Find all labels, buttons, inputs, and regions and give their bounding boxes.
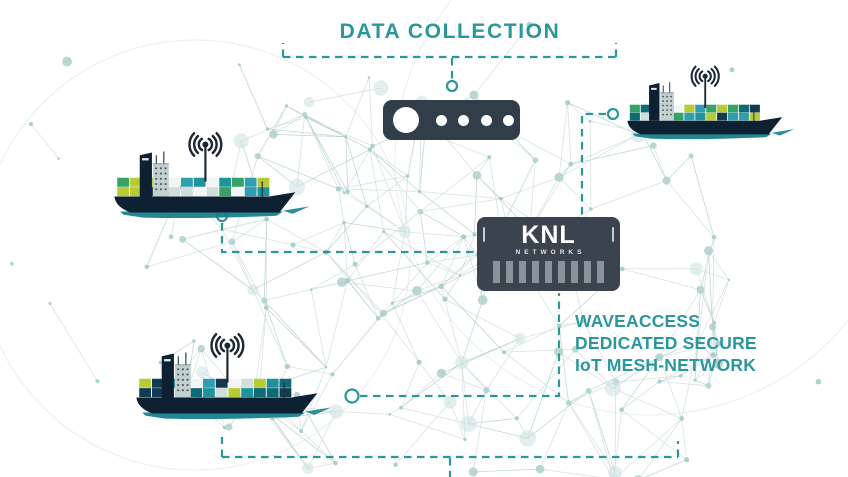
network-label: WAVEACCESS DEDICATED SECURE IoT MESH-NET… xyxy=(575,311,757,376)
cargo-ship-bottom xyxy=(136,333,332,420)
heatsink-bar-icon xyxy=(558,261,565,283)
ship-hull xyxy=(114,192,296,213)
heatsink-bar-icon xyxy=(532,261,539,283)
right-ship-connector xyxy=(580,107,620,216)
network-label-line3: IoT MESH-NETWORK xyxy=(575,354,757,375)
heatsink-bar-icon xyxy=(571,261,578,283)
left-ship-line xyxy=(220,223,476,254)
modem-left-tick-icon xyxy=(483,227,485,242)
antenna-signal-icon xyxy=(690,65,720,108)
superstructure xyxy=(161,352,286,398)
network-label-line1: WAVEACCESS xyxy=(575,311,701,331)
heatsink-bar-icon xyxy=(519,261,526,283)
cargo-ship-left xyxy=(114,132,310,219)
antenna-signal-icon xyxy=(210,333,245,383)
heatsink-bar-icon xyxy=(545,261,552,283)
modem-right-tick-icon xyxy=(612,227,614,242)
bottom-ship-line xyxy=(360,293,561,398)
device-indicator-dot-icon xyxy=(458,114,469,126)
bottom-ship-node xyxy=(344,388,360,404)
network-label-line2: DEDICATED SECURE xyxy=(575,332,757,353)
superstructure xyxy=(649,82,755,121)
cargo-ship-top-right xyxy=(627,65,795,140)
data-collection-device xyxy=(383,100,520,140)
device-lens-circle-icon xyxy=(393,107,419,133)
device-indicator-dot-icon xyxy=(480,114,492,126)
knl-sub-brand-text: NETWORKS xyxy=(515,249,586,256)
water-shadow xyxy=(120,206,310,219)
knl-networks-modem: KNL NETWORKS xyxy=(477,217,620,291)
heatsink-bar-icon xyxy=(584,261,591,283)
device-indicator-dot-icon xyxy=(435,114,447,126)
device-indicator-dot-icon xyxy=(503,114,514,126)
water-shadow xyxy=(632,129,795,140)
ship-hull xyxy=(627,117,783,135)
knl-brand-text: KNL xyxy=(521,221,576,249)
heatsink-bar-icon xyxy=(493,261,500,283)
bottom-bracket xyxy=(220,437,680,477)
bottom-ship-connector xyxy=(344,293,561,404)
top-bracket xyxy=(281,43,618,93)
modem-heatsink xyxy=(493,261,604,283)
right-ship-node xyxy=(606,107,620,121)
ship-hull xyxy=(136,393,318,414)
heatsink-bar-icon xyxy=(597,261,604,283)
diagram-title: DATA COLLECTION xyxy=(339,20,561,43)
water-shadow xyxy=(142,407,332,420)
top-bracket-node xyxy=(445,79,459,93)
superstructure xyxy=(139,151,264,197)
heatsink-bar-icon xyxy=(506,261,513,283)
right-ship-line xyxy=(580,112,606,216)
antenna-signal-icon xyxy=(188,132,223,182)
